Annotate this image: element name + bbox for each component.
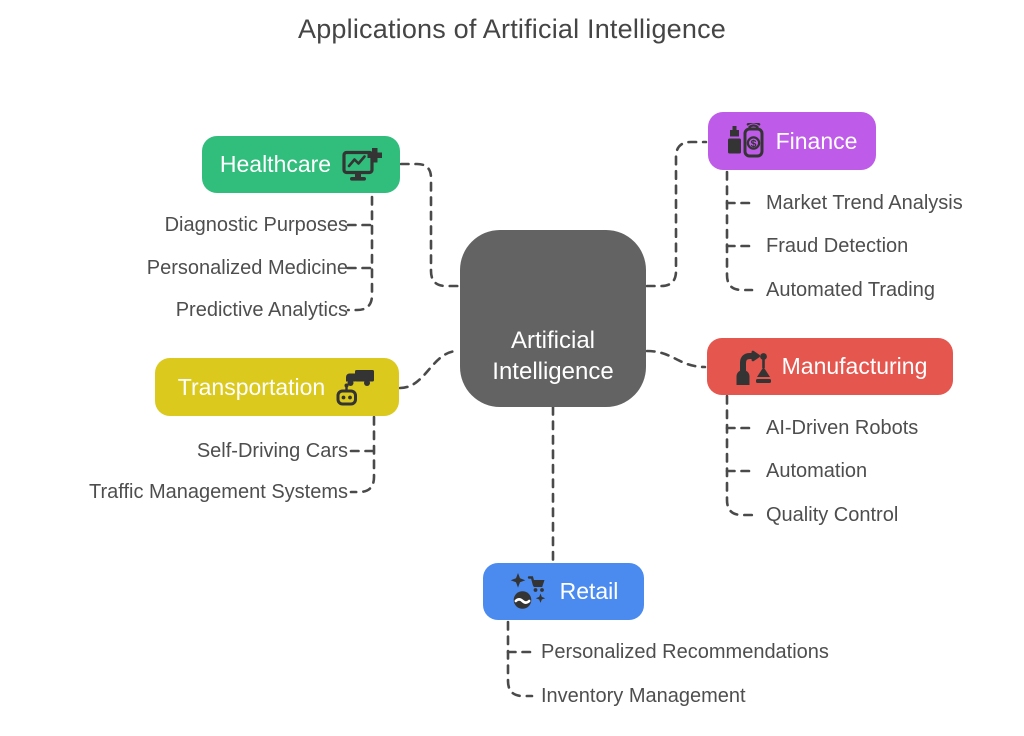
item-personalized-medicine[interactable]: Personalized Medicine xyxy=(146,257,348,279)
node-artificial-intelligence[interactable]: Artificial Intelligence xyxy=(460,230,646,407)
connector-retail-items-trunk xyxy=(506,620,534,698)
transportation-node-label: Transportation xyxy=(177,373,326,400)
item-traffic-management-systems[interactable]: Traffic Management Systems xyxy=(89,481,348,503)
node-transportation[interactable]: Transportation xyxy=(155,358,399,416)
connector-healthcare-to-center xyxy=(399,162,460,288)
connector-manufacturing-items-trunk xyxy=(725,394,754,517)
page-title: Applications of Artificial Intelligence xyxy=(297,14,727,44)
node-healthcare[interactable]: Healthcare xyxy=(202,136,400,193)
connector-center-to-manufacturing xyxy=(645,349,707,369)
node-manufacturing[interactable]: Manufacturing xyxy=(707,338,953,395)
robot-arm-icon xyxy=(736,350,771,385)
item-predictive-analytics[interactable]: Predictive Analytics xyxy=(175,299,348,321)
item-fraud-detection[interactable]: Fraud Detection xyxy=(766,235,909,257)
item-automation[interactable]: Automation xyxy=(766,460,868,482)
item-diagnostic-purposes[interactable]: Diagnostic Purposes xyxy=(164,214,348,236)
node-retail[interactable]: Retail xyxy=(483,563,644,620)
item-market-trend-analysis[interactable]: Market Trend Analysis xyxy=(766,192,963,214)
item-self-driving-cars[interactable]: Self-Driving Cars xyxy=(196,440,348,462)
item-quality-control[interactable]: Quality Control xyxy=(766,504,899,526)
connector-finance-items-trunk xyxy=(725,170,754,292)
connector-transportation-to-center xyxy=(398,349,460,390)
connector-transportation-items-trunk xyxy=(349,415,376,494)
finance-mobile-payment-icon: $ xyxy=(727,123,764,158)
healthcare-node-label: Healthcare xyxy=(219,151,332,177)
manufacturing-node-label: Manufacturing xyxy=(781,353,928,379)
center-node-label: Artificial Intelligence xyxy=(492,327,614,385)
item-personalized-recommendations[interactable]: Personalized Recommendations xyxy=(541,641,829,663)
node-finance[interactable]: $ Finance xyxy=(708,112,876,170)
item-inventory-management[interactable]: Inventory Management xyxy=(541,685,746,707)
connector-center-to-finance xyxy=(645,140,708,288)
connector-healthcare-items-trunk xyxy=(346,195,374,312)
item-automated-trading[interactable]: Automated Trading xyxy=(766,279,935,301)
svg-text:$: $ xyxy=(750,138,756,150)
truck-and-robot-icon xyxy=(336,370,375,406)
finance-node-label: Finance xyxy=(775,127,858,154)
shopping-cart-sparkles-icon xyxy=(510,572,545,609)
item-ai-driven-robots[interactable]: AI-Driven Robots xyxy=(766,417,919,439)
retail-node-label: Retail xyxy=(559,578,619,604)
healthcare-monitor-chart-plus-icon xyxy=(342,147,383,181)
